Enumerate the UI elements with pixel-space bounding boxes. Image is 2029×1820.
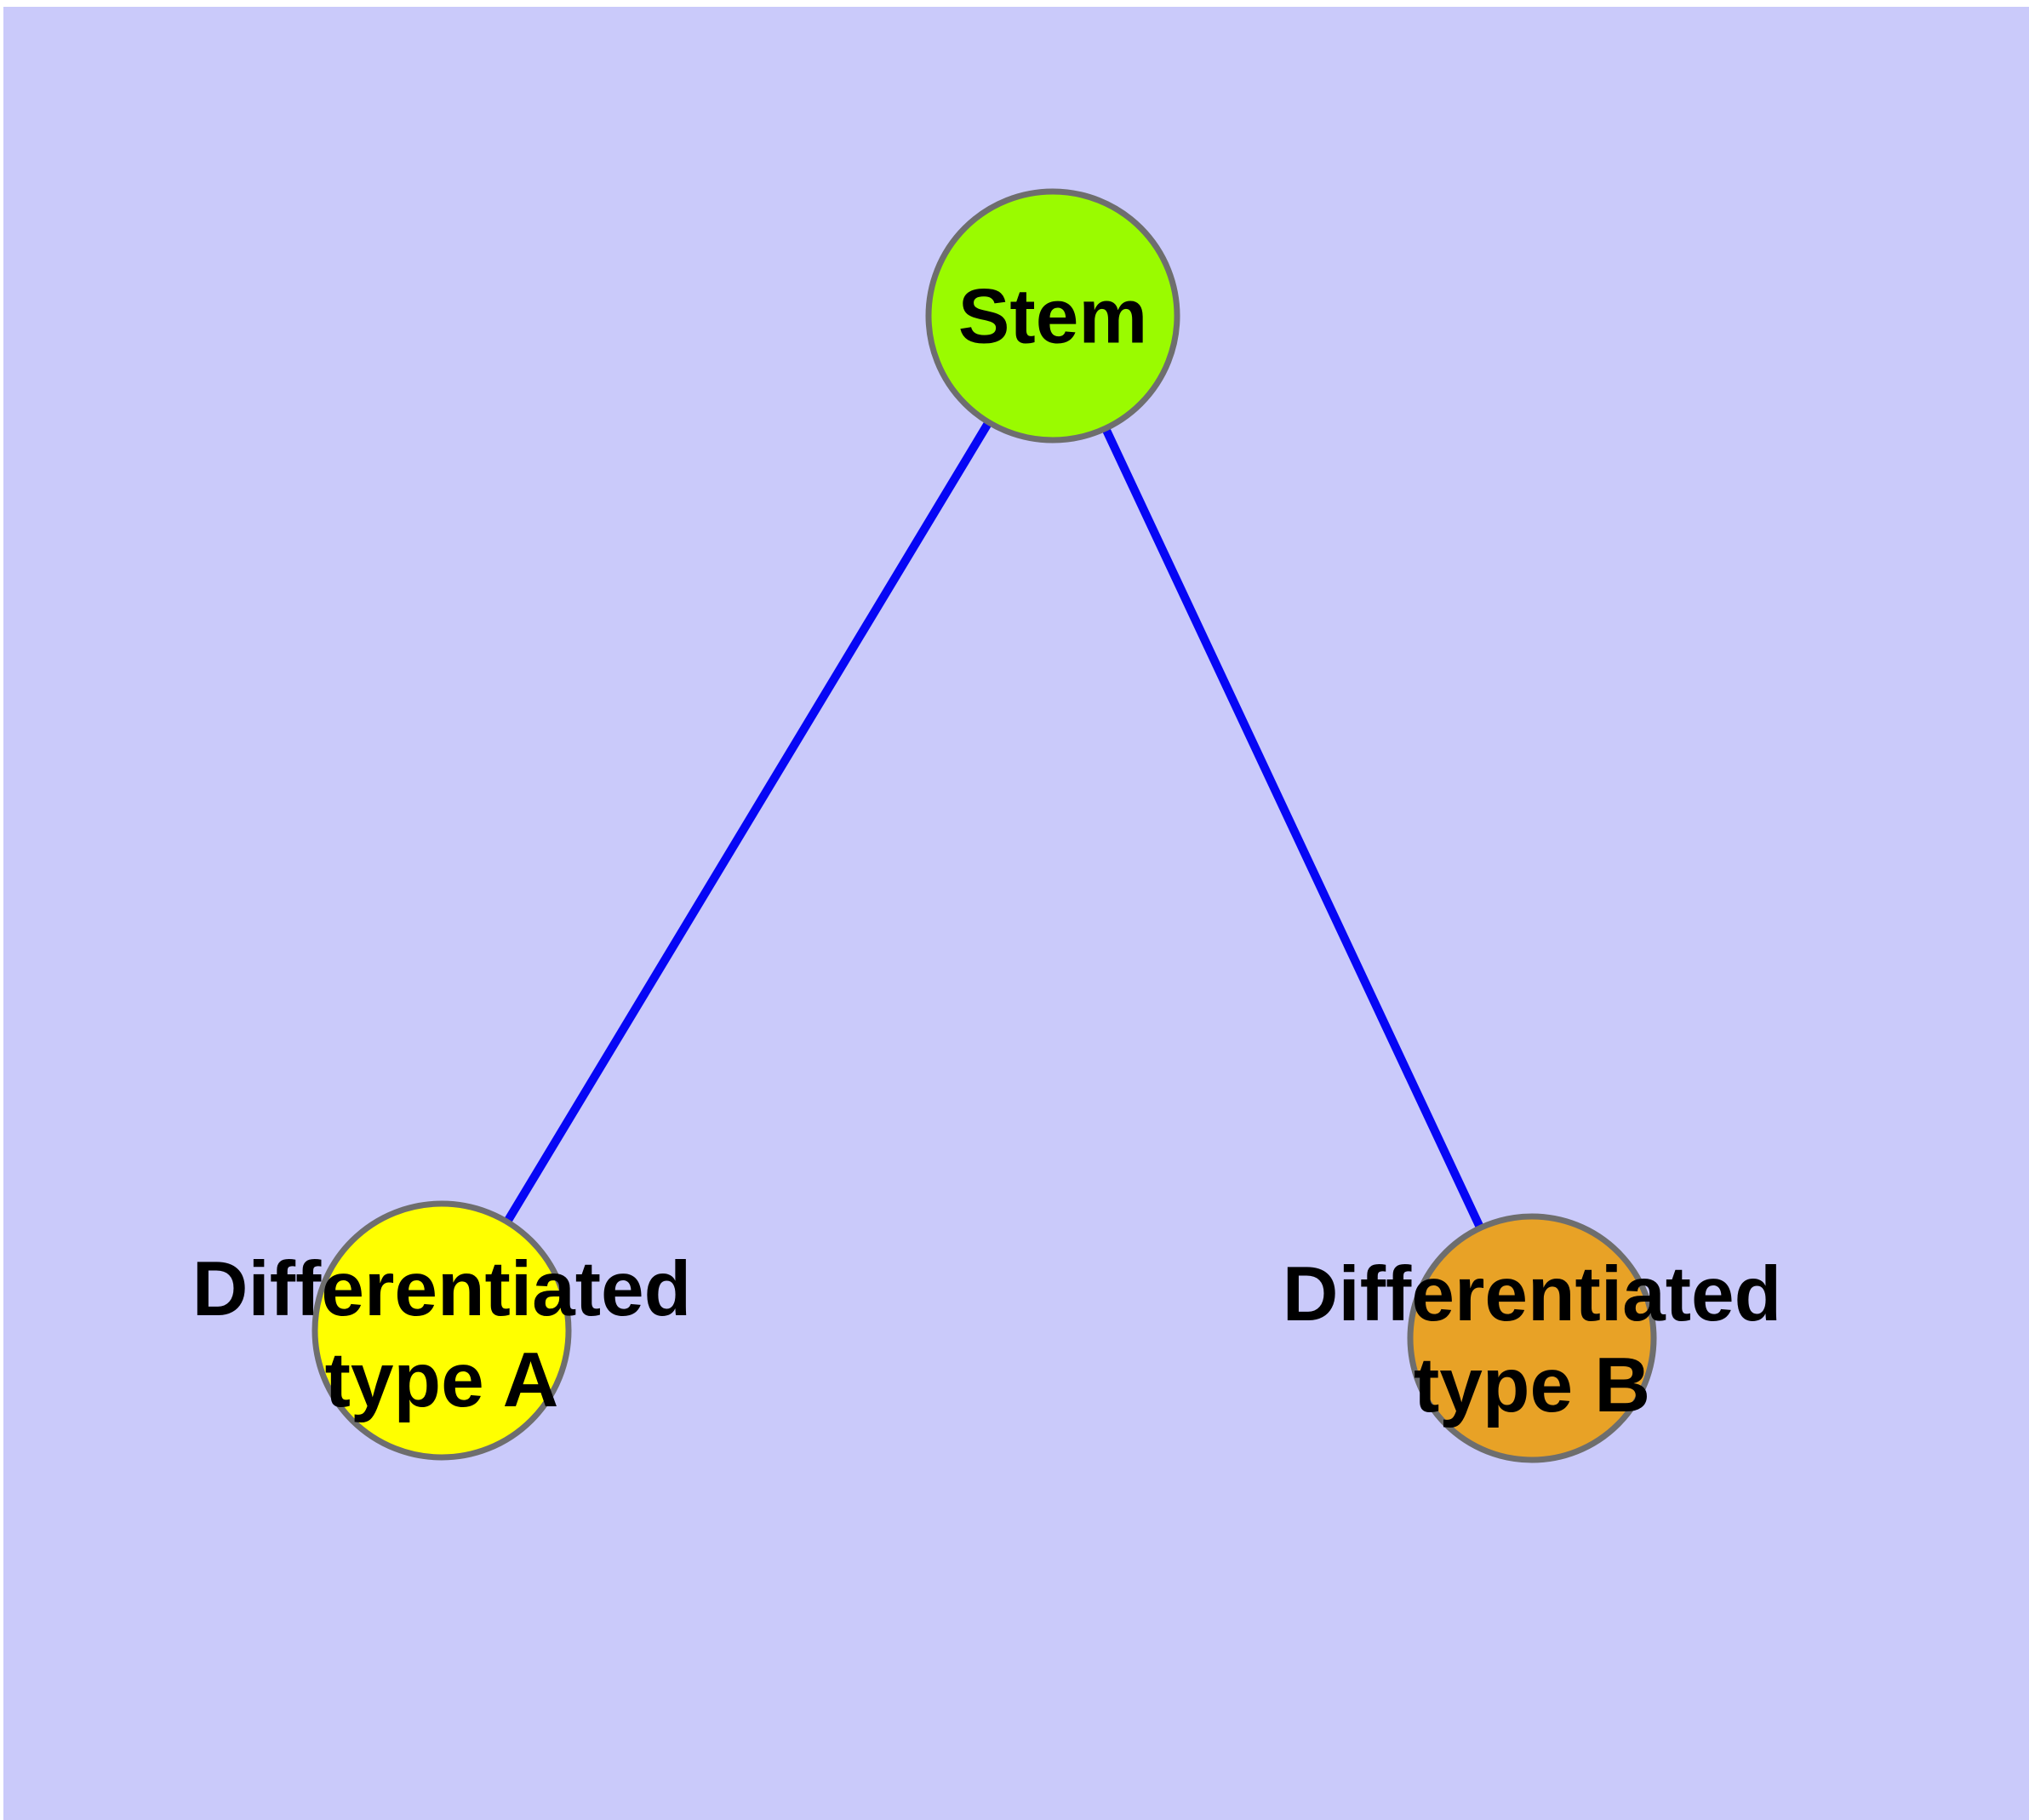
node-type-b-label: Differentiated type B <box>1282 1251 1782 1428</box>
node-type-a-circle <box>311 1200 572 1461</box>
node-type-b-circle <box>1407 1213 1657 1463</box>
edge-stem-to-type-b <box>1049 313 1536 1341</box>
node-type-a-label: Differentiated type A <box>191 1246 692 1423</box>
node-stem-label: Stem <box>957 273 1148 360</box>
edge-stem-to-type-a <box>437 313 1057 1333</box>
node-stem-circle <box>925 188 1180 444</box>
